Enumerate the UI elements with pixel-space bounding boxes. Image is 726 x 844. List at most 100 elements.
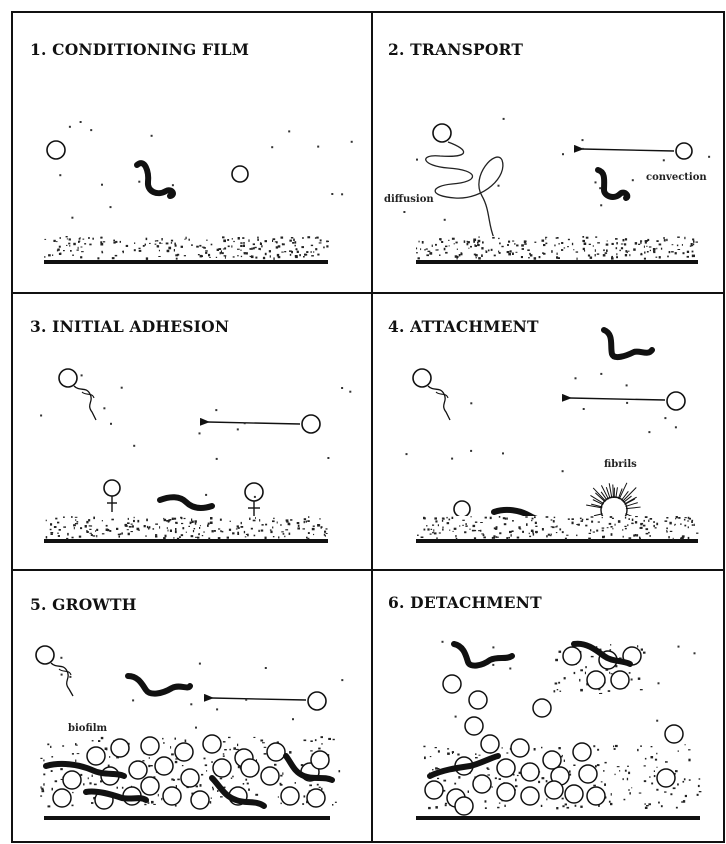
flagellated-cell-4 [413, 369, 450, 420]
stipple-dot [74, 527, 75, 529]
stipple-dot [324, 531, 326, 533]
stipple-dot [580, 669, 583, 671]
stipple-dot [526, 523, 528, 526]
stipple-dot [426, 254, 429, 256]
stipple-dot [50, 532, 53, 533]
stipple-dot [551, 519, 553, 520]
stipple-dot [119, 536, 121, 538]
rod-bacterium-5a [128, 676, 190, 694]
stipple-dot [265, 240, 268, 242]
stipple-dot [573, 765, 575, 767]
particle-dot [470, 402, 472, 404]
stipple-dot [554, 517, 556, 518]
particle-dot [595, 181, 597, 183]
stipple-dot [441, 241, 443, 243]
stipple-dot [432, 769, 433, 770]
stipple-dot [432, 532, 434, 533]
stipple-dot [518, 526, 520, 529]
stipple-dot [220, 519, 222, 521]
particle-dot [416, 159, 418, 161]
stipple-dot [568, 239, 570, 240]
stipple-dot [697, 794, 699, 796]
stipple-dot [456, 242, 458, 244]
stipple-dot [598, 521, 600, 522]
stipple-dot [302, 237, 304, 239]
stipple-dot [432, 245, 433, 247]
stipple-dot [505, 518, 507, 520]
stipple-dot [461, 253, 463, 256]
stipple-dot [639, 793, 642, 794]
stipple-dot [629, 672, 631, 674]
stipple-dot [619, 250, 621, 251]
settled-cell-4 [454, 501, 470, 517]
stipple-dot [282, 243, 285, 245]
stipple-dot [464, 240, 466, 243]
stipple-dot [654, 770, 655, 772]
stipple-dot [126, 245, 128, 247]
stipple-dot [675, 252, 677, 254]
stipple-dot [432, 525, 434, 526]
stipple-dot [313, 526, 315, 527]
stipple-dot [181, 523, 183, 524]
particle-dot [626, 402, 628, 404]
cell [141, 737, 159, 755]
stipple-dot [52, 255, 53, 256]
stipple-dot [615, 745, 618, 747]
stipple-dot [545, 243, 547, 245]
stipple-dot [173, 779, 175, 781]
stipple-dot [206, 240, 207, 241]
stipple-dot [678, 750, 679, 752]
diffusion-path [426, 142, 503, 238]
stipple-dot [644, 520, 645, 522]
stipple-dot [524, 240, 526, 243]
stipple-dot [227, 537, 229, 539]
stipple-dot [603, 254, 606, 256]
stipple-dot [222, 531, 224, 533]
stipple-dot [308, 516, 309, 518]
stipple-dot [282, 772, 283, 774]
stipple-dot [51, 533, 53, 535]
stipple-dot [318, 524, 320, 526]
stipple-dot [557, 253, 558, 255]
stipple-dot [684, 519, 686, 521]
stipple-dot [434, 517, 437, 519]
stipple-dot [306, 254, 307, 256]
stipple-dot [684, 778, 686, 780]
stipple-dot [304, 518, 306, 520]
stipple-dot [230, 521, 231, 522]
stipple-dot [666, 528, 668, 530]
stipple-dot [607, 240, 608, 241]
rod-bacterium-6a [454, 644, 512, 666]
stipple-dot [669, 251, 671, 253]
stipple-dot [117, 787, 119, 789]
stipple-dot [561, 249, 563, 251]
stipple-dot [541, 747, 542, 749]
stipple-dot [132, 525, 134, 527]
stipple-dot [304, 740, 307, 742]
stipple-dot [627, 252, 628, 253]
stipple-dot [495, 777, 497, 779]
stipple-dot [236, 749, 239, 750]
panel-attachment: 4. ATTACHMENT fibrils [388, 317, 698, 541]
stipple-dot [676, 807, 678, 809]
stipple-dot [273, 257, 274, 260]
stipple-dot [668, 536, 670, 538]
particle-dot [237, 428, 239, 430]
stipple-dot [50, 746, 51, 748]
stipple-dot [685, 517, 687, 518]
stipple-dot [584, 250, 585, 252]
stipple-dot [98, 740, 100, 742]
stipple-dot [543, 244, 545, 246]
cell [497, 759, 515, 777]
stipple-dot [428, 251, 431, 252]
stipple-dot [211, 244, 213, 246]
stipple-dot [168, 247, 171, 250]
stipple-dot [264, 747, 267, 748]
stipple-dot [608, 690, 611, 692]
stipple-dot [319, 787, 321, 788]
stipple-dot [326, 245, 328, 247]
stipple-dot [328, 738, 331, 740]
stipple-dot [647, 251, 649, 253]
stipple-dot [195, 523, 197, 525]
stipple-dot [648, 532, 650, 533]
